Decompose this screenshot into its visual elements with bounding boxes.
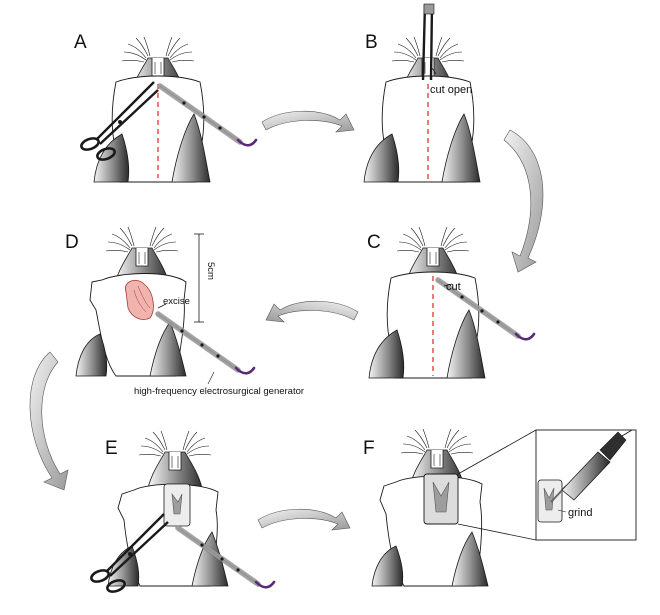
flow-arrow-icon bbox=[262, 111, 354, 132]
panel-f-letter: F bbox=[363, 438, 375, 459]
grind-label: grind bbox=[568, 507, 592, 519]
annotation-pointer bbox=[208, 372, 214, 384]
cut-label: cut bbox=[446, 281, 461, 293]
panel-b-letter: B bbox=[365, 32, 378, 53]
scale-bar bbox=[194, 234, 204, 322]
generator-caption: high-frequency electrosurgical generator bbox=[134, 386, 304, 397]
panel-e: E bbox=[90, 431, 274, 594]
panel-a-letter: A bbox=[74, 32, 87, 53]
flow-arrow-icon bbox=[504, 130, 543, 272]
panel-c: C cut bbox=[367, 227, 534, 378]
flow-arrow-icon bbox=[258, 509, 350, 530]
panel-c-letter: C bbox=[367, 232, 381, 253]
panel-f: F grind bbox=[363, 429, 636, 586]
scale-label: 5cm bbox=[205, 262, 216, 280]
panel-d: D excise 5cm high-frequency electrosurgi… bbox=[65, 227, 304, 397]
flow-arrow-icon bbox=[30, 352, 68, 490]
excise-label: excise bbox=[163, 296, 190, 307]
zoom-line bbox=[458, 430, 536, 474]
cut-open-label: cut open bbox=[430, 84, 472, 96]
panel-b: B cut open bbox=[364, 4, 480, 182]
rat-body bbox=[369, 272, 485, 378]
flow-arrow-icon bbox=[266, 301, 358, 322]
rat-body bbox=[94, 76, 210, 182]
panel-a: A bbox=[74, 32, 256, 182]
panel-d-letter: D bbox=[65, 232, 79, 253]
panel-e-letter: E bbox=[105, 438, 118, 459]
